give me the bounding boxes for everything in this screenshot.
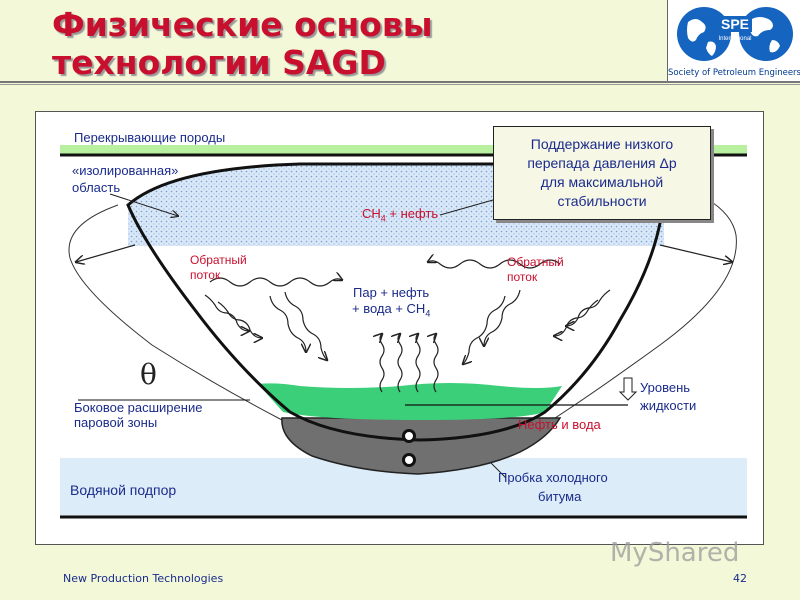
- logo-sub: International: [718, 36, 751, 42]
- backflow-right-label-1: Обратный: [507, 255, 564, 269]
- oil-water-label: Нефть и вода: [518, 417, 601, 432]
- overburden-label: Перекрывающие породы: [74, 130, 226, 145]
- title-line-1: Физические основы: [52, 5, 433, 44]
- header-divider: [0, 81, 800, 83]
- producer-well: [402, 453, 416, 467]
- steam-arrow-3: [416, 334, 421, 393]
- ch4-oil-sub: 4: [380, 213, 386, 224]
- steam-label-2-sub: 4: [425, 308, 431, 319]
- steam-arrow-2: [398, 334, 403, 393]
- cold-plug-label-2: битума: [538, 489, 582, 504]
- ch4-oil-label: CH4 + нефть: [362, 206, 438, 227]
- water-drive-label: Водяной подпор: [70, 482, 177, 498]
- pressure-callout: Поддержание низкого перепада давления Δp…: [493, 126, 711, 220]
- ch4-oil-suffix: + нефть: [385, 206, 439, 221]
- page-title: Физические основы технологии SAGD: [52, 6, 652, 82]
- liquid-level-label-1: Уровень: [640, 380, 691, 395]
- callout-line-2: перепада давления Δp: [527, 155, 677, 171]
- callout-leader: [439, 199, 494, 216]
- steam-label-2: + вода + CH4: [352, 301, 430, 322]
- steam-arrow-4: [434, 334, 439, 393]
- page-number: 42: [733, 572, 747, 585]
- arrow-lateral-left: [76, 244, 136, 262]
- isolated-label-1: «изолированная»: [72, 163, 179, 178]
- lateral-label-2: паровой зоны: [74, 415, 158, 430]
- watermark: MyShared: [610, 538, 740, 568]
- arrow-lateral-right: [659, 244, 732, 262]
- backflow-right-arrow-1: [428, 260, 561, 269]
- backflow-right-arrow-3: [554, 299, 599, 336]
- backflow-left-label-2: поток: [190, 268, 221, 282]
- header-divider-thin: [0, 84, 800, 85]
- steam-arrow-1: [380, 334, 385, 393]
- spe-logo: SPE International Society of Petroleum E…: [667, 0, 800, 82]
- logo-tagline: Society of Petroleum Engineers: [668, 68, 800, 78]
- ch4-oil-prefix: CH: [362, 206, 381, 221]
- cold-plug-label-1: Пробка холодного: [498, 470, 608, 485]
- logo-text: SPE: [721, 16, 749, 32]
- theta-symbol: θ: [140, 358, 157, 391]
- overburden-band: [60, 145, 747, 154]
- backflow-left-arrow-2: [204, 294, 249, 331]
- backflow-left-arrow-4: [269, 295, 306, 352]
- backflow-left-arrow-5: [284, 291, 327, 360]
- callout-line-3: для максимальной: [540, 174, 664, 190]
- backflow-right-arrow-2: [566, 289, 611, 326]
- backflow-right-arrow-4: [484, 289, 521, 346]
- callout-line-4: стабильности: [557, 193, 647, 209]
- title-line-2: технологии SAGD: [52, 43, 386, 82]
- callout-line-1: Поддержание низкого: [530, 136, 674, 152]
- backflow-right-label-2: поток: [507, 270, 538, 284]
- lateral-label-1: Боковое расширение: [74, 400, 203, 415]
- backflow-left-arrow-1: [209, 278, 342, 287]
- lateral-outline-left: [68, 204, 283, 421]
- liquid-level-arrow-icon: [618, 377, 638, 401]
- steam-label-2-prefix: + вода + CH: [352, 301, 426, 316]
- backflow-right-arrow-5: [463, 295, 506, 364]
- backflow-left-arrow-3: [217, 301, 262, 338]
- footer-left: New Production Technologies: [63, 572, 224, 585]
- arrow-isolated: [109, 193, 178, 216]
- globe-icon: SPE International: [677, 7, 793, 61]
- steam-label-1: Пар + нефть: [353, 285, 430, 300]
- liquid-pool: [258, 383, 562, 420]
- liquid-level-label-2: жидкости: [640, 398, 697, 413]
- injector-well: [402, 429, 416, 443]
- cold-plug-leader: [489, 461, 507, 479]
- isolated-label-2: область: [72, 180, 121, 195]
- backflow-left-label-1: Обратный: [190, 253, 247, 267]
